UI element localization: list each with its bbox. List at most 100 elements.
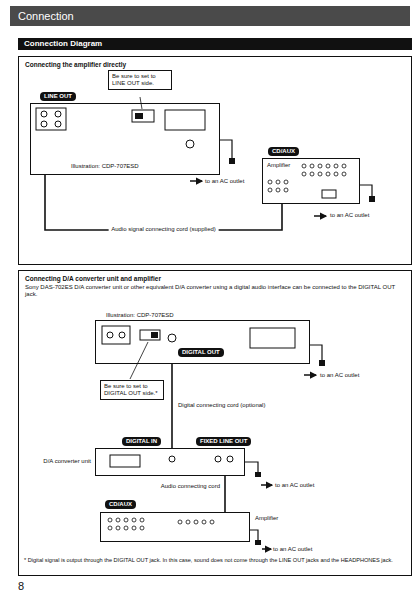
jack-label: CD/AUX	[105, 500, 136, 509]
amp-jack	[210, 520, 214, 524]
jack-label: CD/AUX	[268, 147, 299, 156]
footnote: * Digital signal is output through the D…	[24, 557, 404, 564]
fixed-line-out-jack	[227, 456, 233, 462]
jack-label: FIXED LINE OUT	[196, 437, 251, 446]
cord-connector	[171, 364, 173, 448]
line-out-jack	[119, 332, 125, 338]
amp-jack	[302, 164, 306, 168]
amp-control	[322, 190, 336, 198]
amp-jack	[284, 188, 288, 192]
outlet-note: to an AC outlet	[275, 482, 314, 489]
outlet-note: to an AC outlet	[320, 372, 359, 379]
node-text: Be sure to set to DIGITAL OUT side.*	[104, 383, 160, 397]
amp-jack	[318, 172, 322, 176]
title-bar: Connection	[10, 6, 410, 26]
converter-box: D/A converter unit	[95, 448, 245, 476]
amp-jack	[334, 172, 338, 176]
outlet-note: to an AC outlet	[205, 178, 244, 185]
amp-jack	[116, 526, 120, 530]
amp-jack	[116, 518, 120, 522]
amp-jack	[140, 526, 144, 530]
rear-panel-plate	[165, 110, 205, 130]
amp-jack	[108, 518, 112, 522]
amp-jack	[140, 518, 144, 522]
power-cord	[220, 140, 232, 158]
cord-label: Digital connecting cord (optional)	[178, 402, 265, 409]
arrow	[262, 548, 271, 550]
amp-jack	[302, 172, 306, 176]
amp-jack	[268, 188, 272, 192]
cord-connector	[224, 476, 226, 512]
amp-jack	[124, 518, 128, 522]
cord-label: Audio connecting cord	[161, 483, 220, 490]
leader-line	[130, 342, 148, 379]
digital-in-jack	[169, 456, 175, 462]
callout-box: Be sure to set to LINE OUT side.	[108, 70, 172, 90]
power-plug	[229, 158, 235, 164]
node-text: Illustration: CDP-707ESD	[106, 312, 174, 319]
amp-jack	[132, 526, 136, 530]
node-text: Connecting D/A converter unit and amplif…	[19, 271, 411, 283]
amp-jack	[276, 180, 280, 184]
power-cord	[310, 345, 322, 360]
line-out-jack	[55, 111, 61, 117]
amp-jack	[178, 520, 182, 524]
node-text: Illustration: CDP-707ESD	[71, 163, 139, 170]
cord-connector	[45, 175, 282, 230]
amp-jack	[310, 164, 314, 168]
jack-label: DIGITAL OUT	[178, 348, 224, 357]
amp-jack	[342, 164, 346, 168]
amp-jack	[342, 172, 346, 176]
amp-jack	[132, 518, 136, 522]
node-text: Connecting the amplifier directly	[19, 57, 411, 69]
panel-frame: Illustration: CDP-707ESD Be sure to set t…	[18, 270, 412, 576]
cord-label: Audio signal connecting cord (supplied)	[108, 226, 219, 233]
node-text: Amplifier	[267, 162, 290, 169]
amplifier-box: Amplifier	[100, 512, 250, 542]
power-cord	[250, 530, 258, 540]
output-switch	[140, 330, 160, 340]
power-plug	[255, 540, 261, 545]
amp-jack	[186, 520, 190, 524]
power-plug	[369, 196, 375, 202]
outlet-note: to an AC outlet	[330, 212, 369, 219]
amp-jack	[194, 520, 198, 524]
power-cord	[360, 185, 372, 196]
rear-panel-plate	[250, 328, 295, 348]
converter-plate	[110, 455, 140, 467]
amp-jack	[310, 172, 314, 176]
arrow	[261, 484, 272, 486]
amp-jack	[268, 180, 272, 184]
arrow	[304, 374, 316, 376]
panel-frame: Be sure to set to LINE OUT side. Illustra…	[18, 56, 412, 265]
amp-jack	[326, 172, 330, 176]
amp-jack	[334, 164, 338, 168]
jack-label: LINE OUT	[40, 92, 76, 101]
output-switch	[132, 110, 154, 122]
fixed-line-out-jack	[215, 456, 221, 462]
power-plug	[319, 360, 325, 366]
cd-player-rear: Illustration: CDP-707ESD	[30, 103, 220, 175]
line-out-jack	[107, 332, 113, 338]
jack	[55, 121, 61, 127]
node-text: Amplifier	[255, 515, 278, 522]
amp-jack	[108, 526, 112, 530]
cd-player-rear: Illustration: CDP-707ESD	[95, 320, 310, 364]
jack-plate	[36, 108, 66, 130]
node-text: Be sure to set to LINE OUT side.	[112, 73, 168, 87]
arrow	[314, 215, 326, 217]
power-cord	[245, 462, 258, 472]
amp-jack	[124, 526, 128, 530]
switch-knob	[151, 332, 158, 338]
node-text: D/A converter unit	[43, 458, 91, 465]
node-body-text: Sony DAS-702ES D/A converter unit or oth…	[19, 283, 411, 298]
amp-jack	[318, 164, 322, 168]
callout-box: Be sure to set to DIGITAL OUT side.*	[100, 380, 164, 400]
jack-label: DIGITAL IN	[122, 437, 161, 446]
switch-knob	[135, 113, 143, 119]
page-number: 8	[18, 580, 24, 593]
digital-out-jack	[168, 334, 176, 342]
arrow	[190, 180, 202, 182]
